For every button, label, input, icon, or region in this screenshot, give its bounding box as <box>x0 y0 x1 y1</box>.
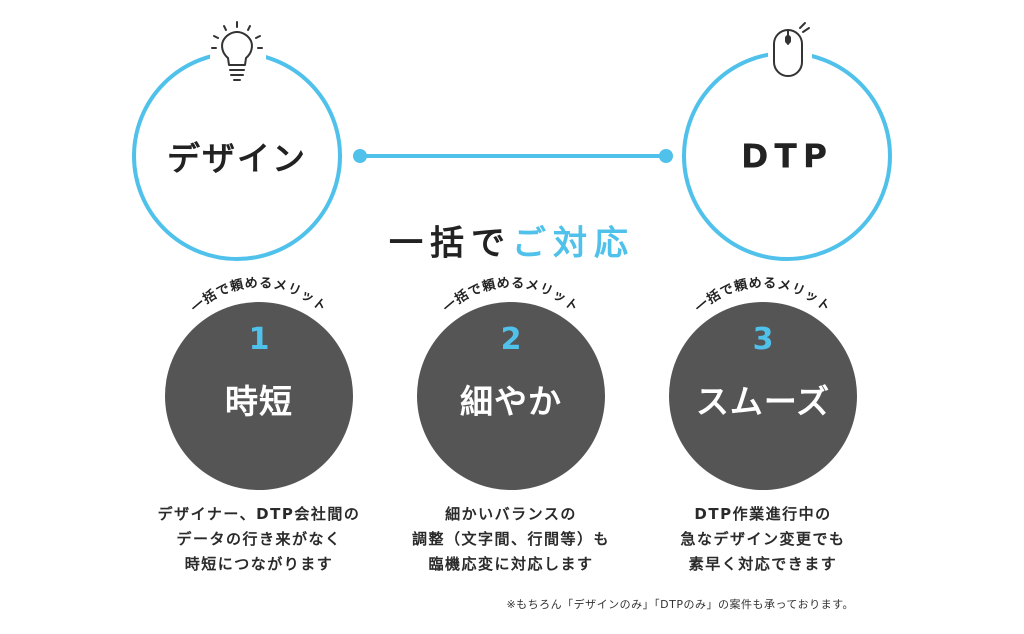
mouse-icon <box>768 20 812 80</box>
merit-number: 2 <box>500 322 522 357</box>
merit-number: 1 <box>248 322 270 357</box>
merit-description-line: 時短につながります <box>184 555 334 573</box>
merit-description: DTP作業進行中の 急なデザイン変更でも 素早く対応できます <box>633 502 893 577</box>
connector-dot-right <box>659 149 673 163</box>
merit-title: スムーズ <box>695 382 831 421</box>
merit-description-line: DTP作業進行中の <box>694 505 832 523</box>
heading-dark-text: 一括で <box>389 223 512 264</box>
connector-dot-left <box>353 149 367 163</box>
merit-title: 細やか <box>460 382 562 421</box>
merit-description-line: 臨機応変に対応します <box>428 555 594 573</box>
dtp-circle-label: DTP <box>740 136 834 176</box>
merit-description: 細かいバランスの 調整（文字間、行間等）も 臨機応変に対応します <box>381 502 641 577</box>
lightbulb-icon <box>210 21 266 84</box>
merit-description-line: 急なデザイン変更でも <box>680 530 846 548</box>
merit-number: 3 <box>752 322 774 357</box>
merit-description-line: 細かいバランスの <box>445 505 577 523</box>
footnote: ※もちろん「デザインのみ」「DTPのみ」の案件も承っております。 <box>506 598 854 611</box>
main-heading: 一括でご対応 <box>389 216 635 265</box>
merit-title: 時短 <box>225 382 293 421</box>
merit-circle <box>669 302 857 490</box>
merit-description-line: 素早く対応できます <box>688 555 838 573</box>
merit-circle <box>165 302 353 490</box>
design-circle-label: デザイン <box>167 139 307 178</box>
merit-description: デザイナー、DTP会社間の データの行き来がなく 時短につながります <box>129 502 389 577</box>
merit-circle <box>417 302 605 490</box>
heading-accent-text: ご対応 <box>512 223 635 264</box>
merit-description-line: データの行き来がなく <box>176 530 342 548</box>
merit-description-line: デザイナー、DTP会社間の <box>157 505 361 523</box>
merit-description-line: 調整（文字間、行間等）も <box>411 530 610 548</box>
